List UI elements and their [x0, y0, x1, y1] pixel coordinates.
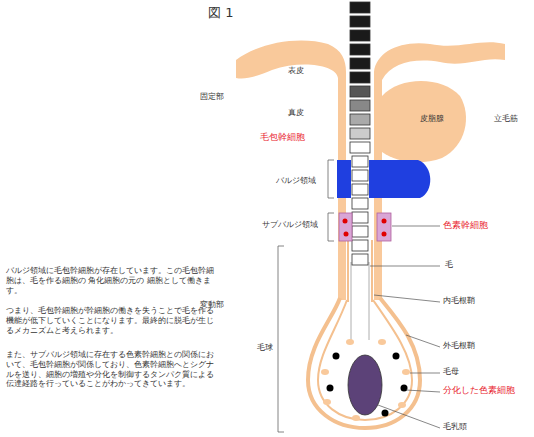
matrix-cell	[323, 399, 331, 405]
pigment-cell	[401, 385, 408, 392]
hair-segment	[350, 58, 370, 69]
part-label: 表皮	[288, 66, 304, 76]
leader-line	[406, 390, 440, 392]
note-paragraph: また、サブバルジ領域に存在する色素幹細胞との関係において、毛包幹細胞が関係してお…	[6, 350, 216, 389]
pigment-cell	[382, 410, 389, 417]
dermal-papilla	[348, 355, 382, 415]
bracket	[328, 213, 334, 241]
leader-line	[374, 295, 440, 302]
leader-lines	[370, 226, 440, 428]
figure-title: 図 1	[208, 5, 233, 22]
region-label: サブバルジ領域	[262, 220, 318, 230]
part-label: 外毛根鞘	[443, 341, 475, 351]
bracket	[278, 246, 284, 432]
hair-segment	[350, 114, 370, 125]
subbulge-region	[377, 213, 391, 241]
hair-segment	[350, 2, 370, 13]
hair-segment	[352, 226, 368, 237]
hair-segment	[350, 86, 370, 97]
leader-line	[392, 226, 440, 227]
pigment-stem-cell	[382, 232, 387, 237]
leader-line	[406, 335, 440, 347]
part-label: 内毛根鞘	[443, 296, 475, 306]
bracket	[328, 160, 334, 198]
note-paragraph: つまり、毛包幹細胞が幹細胞の働きを失うことで毛を作る機能が低下していくことになり…	[6, 306, 216, 335]
hair-segment	[352, 198, 368, 209]
highlight-label: 色素幹細胞	[443, 220, 488, 232]
leader-line	[370, 266, 440, 267]
part-label: 立毛筋	[494, 114, 518, 124]
pigment-cell	[393, 353, 400, 360]
hair-segment	[352, 156, 368, 167]
matrix-cell	[402, 369, 410, 375]
matrix-cell	[321, 369, 329, 375]
hair-segment	[352, 254, 368, 265]
part-label: 毛母	[443, 367, 459, 377]
hair-segment	[352, 184, 368, 195]
pigment-stem-cell	[344, 232, 349, 237]
note-paragraph: バルジ領域に毛包幹細胞が存在しています。この毛包幹細胞は、毛を作る細胞の 角化細…	[6, 266, 216, 295]
sebaceous-gland	[382, 81, 466, 162]
part-label: 皮脂腺	[420, 114, 444, 124]
highlight-label: 分化した色素細胞	[443, 385, 515, 397]
hair-shaft	[350, 2, 370, 265]
hair-edge	[351, 262, 352, 340]
bulge-region	[369, 160, 430, 198]
hair-segment	[350, 100, 370, 111]
region-label: 毛球	[257, 343, 273, 353]
region-label: バルジ領域	[276, 176, 316, 186]
region-label: 固定部	[200, 92, 224, 102]
inner-root-sheath	[318, 300, 412, 420]
hair-segment	[350, 72, 370, 83]
hair-segment	[350, 44, 370, 55]
part-label: 真皮	[288, 108, 304, 118]
hair-segment	[352, 240, 368, 251]
leader-line	[410, 373, 440, 374]
highlight-label: 毛包幹細胞	[260, 132, 305, 144]
pigment-stem-cell	[382, 219, 387, 224]
hair-edge	[369, 262, 370, 340]
hair-segment	[350, 128, 370, 139]
part-label: 毛乳頭	[443, 422, 467, 432]
hair-segment	[352, 170, 368, 181]
hair-segment	[350, 30, 370, 41]
matrix-cell	[398, 402, 406, 408]
pigment-cell	[333, 353, 340, 360]
hair-segment	[350, 142, 370, 153]
epidermis-left	[236, 41, 346, 300]
subbulge-region	[339, 213, 352, 241]
bulge-region	[337, 160, 351, 198]
outer-root-sheath	[308, 298, 420, 428]
region-label: 変動部	[200, 300, 224, 310]
leader-line	[378, 405, 440, 428]
matrix-cell	[378, 339, 386, 345]
inner-sheath-line	[371, 240, 373, 302]
inner-sheath-line	[347, 240, 349, 302]
hair-segment	[352, 212, 368, 223]
matrix-cell	[346, 339, 354, 345]
matrix-cell	[352, 415, 360, 421]
pigment-cell	[327, 385, 334, 392]
pigment-stem-cell	[343, 219, 348, 224]
hair-segment	[350, 16, 370, 27]
part-label: 毛	[445, 260, 453, 270]
